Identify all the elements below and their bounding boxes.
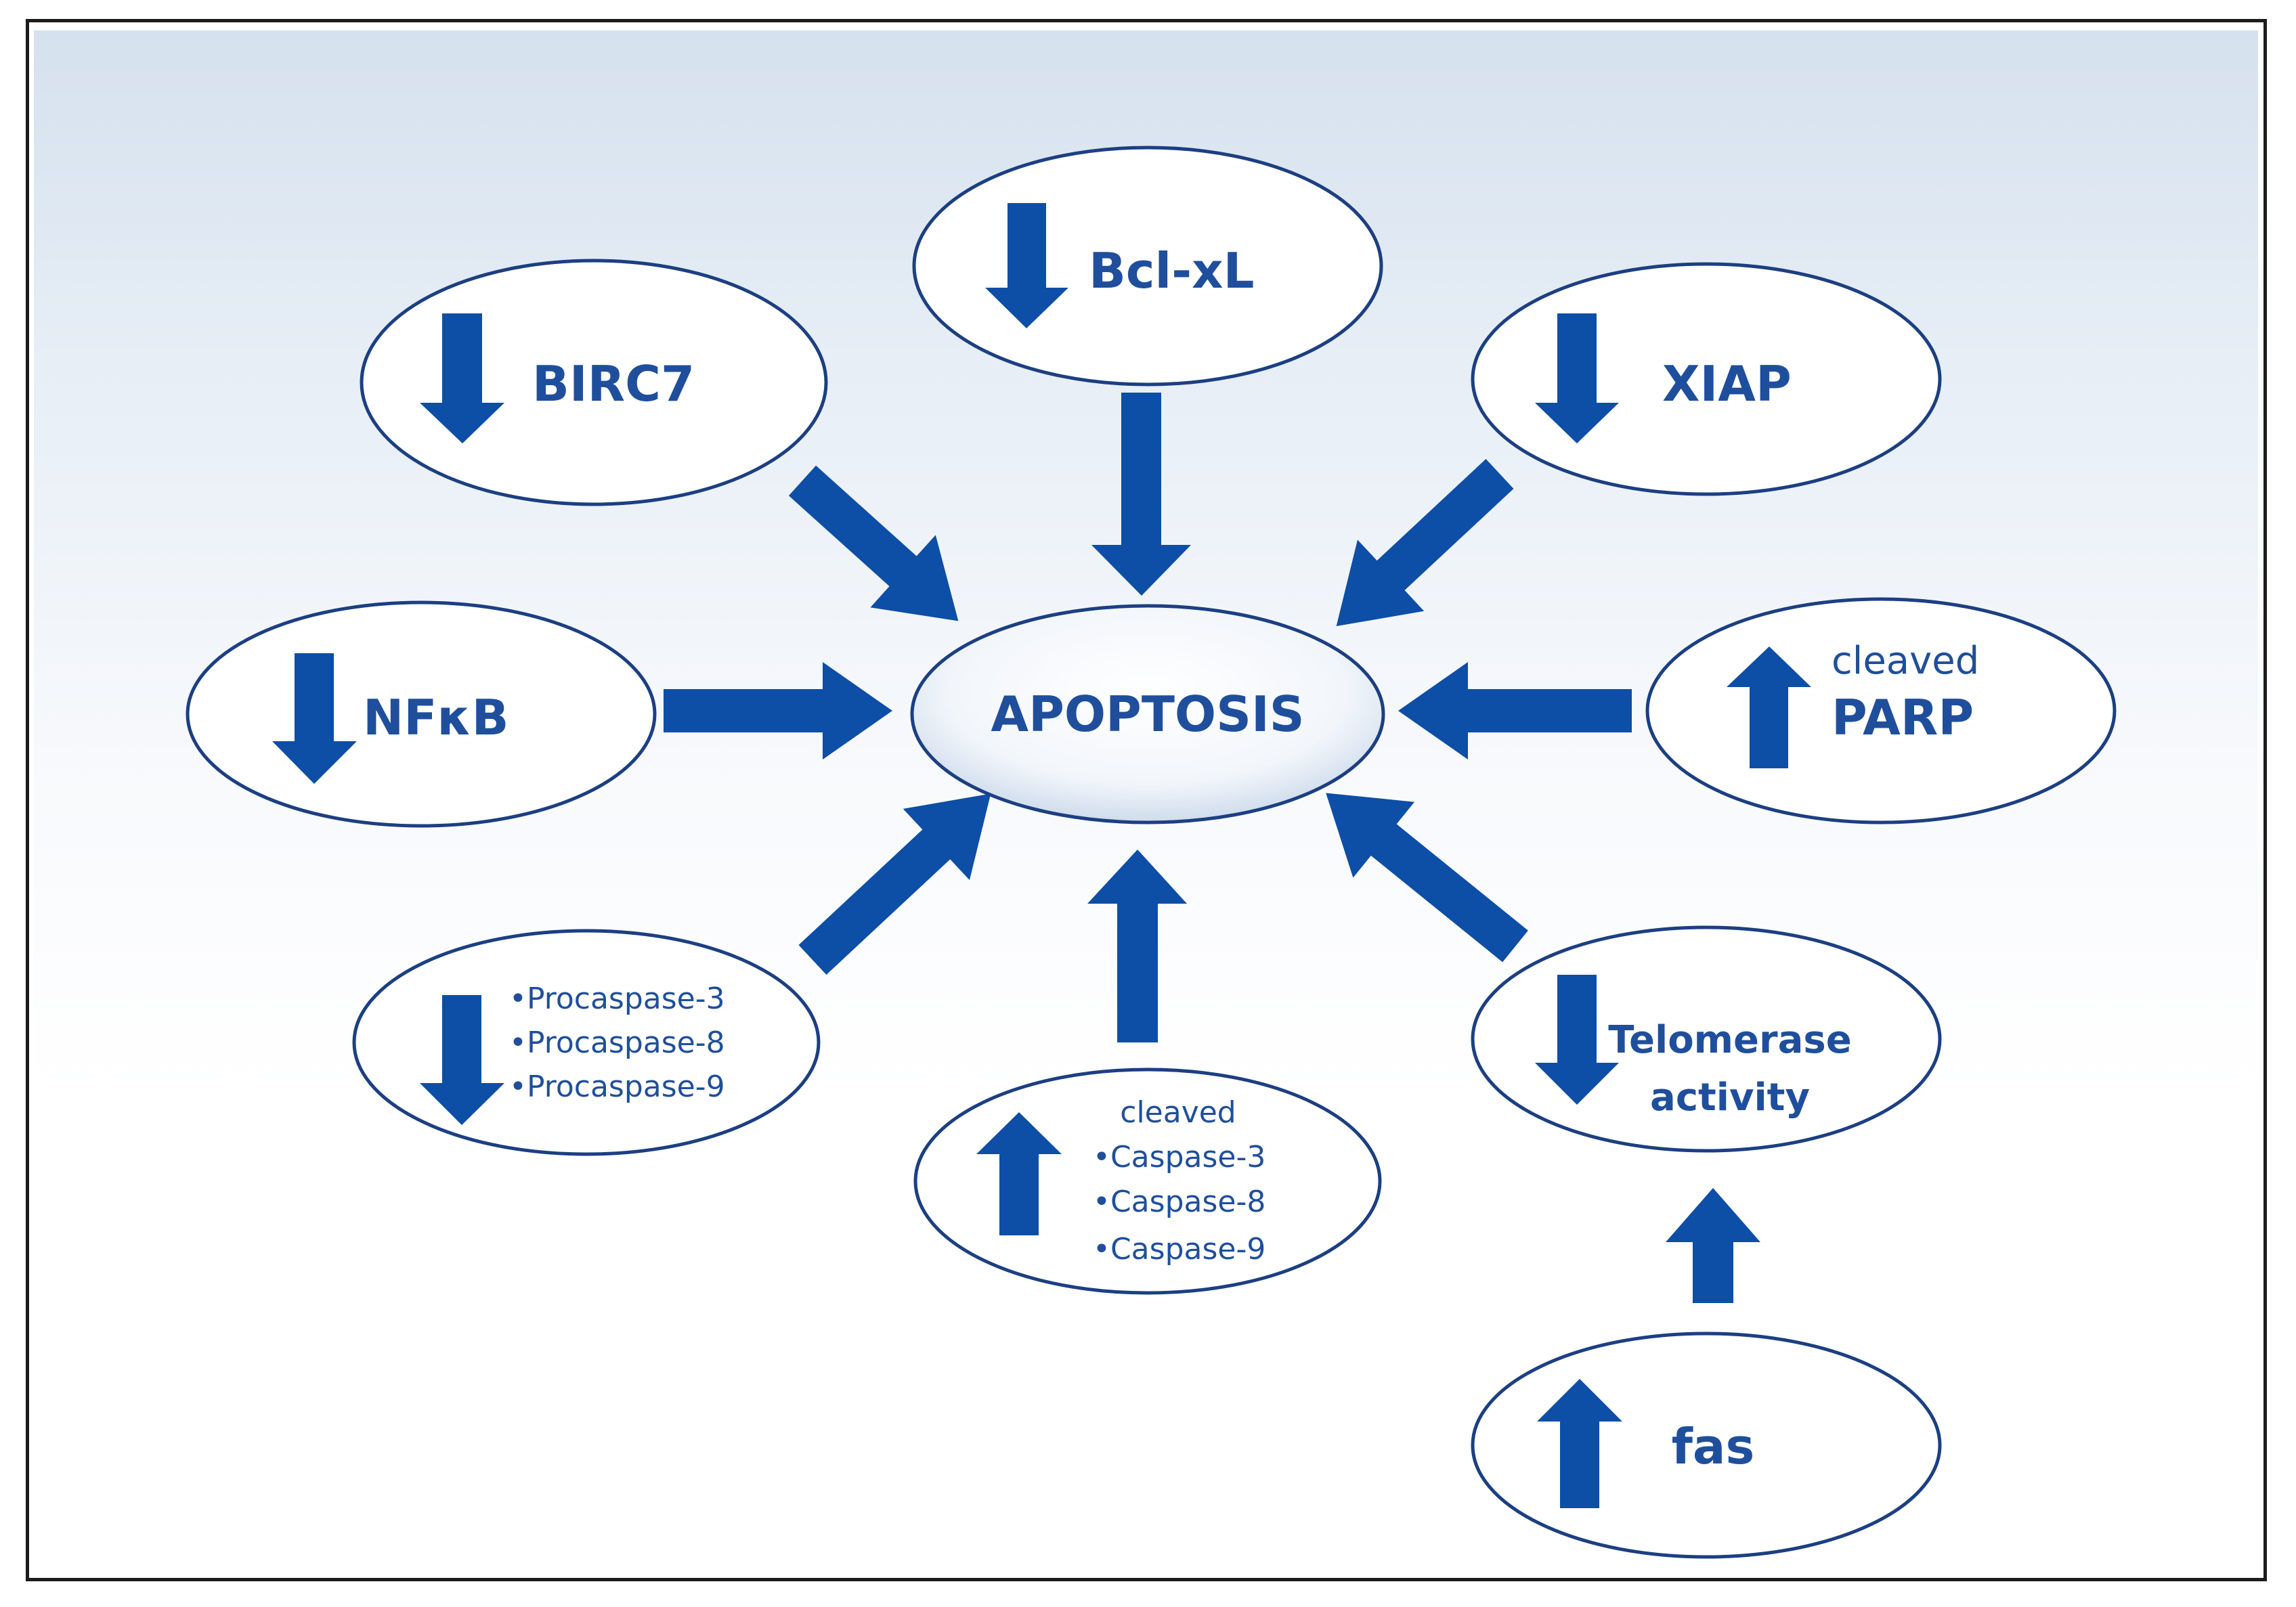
telomerase-line2: activity: [1650, 1076, 1810, 1120]
procaspase-item-2: •Procaspase-8: [509, 1026, 725, 1060]
connector-caspase-arrow: [1087, 850, 1187, 1042]
apoptosis-label: APOPTOSIS: [991, 686, 1304, 743]
down-arrow-icon: [272, 653, 357, 784]
parp-node: cleaved PARP: [1645, 597, 2117, 824]
fas-label: fas: [1672, 1418, 1755, 1475]
connector-nfkb-arrow: [664, 662, 892, 760]
caspase-heading: cleaved: [1120, 1095, 1236, 1130]
connector-bclxl-arrow: [1091, 393, 1191, 596]
connector-procaspase-arrow: [798, 793, 991, 975]
birc7-label: BIRC7: [532, 355, 695, 412]
caspase-item-3: •Caspase-9: [1093, 1232, 1265, 1267]
telomerase-line1: Telomerase: [1608, 1018, 1851, 1062]
down-arrow-icon: [1535, 975, 1619, 1105]
down-arrow-icon: [1535, 313, 1619, 443]
down-arrow-icon: [985, 203, 1068, 328]
procaspase-node: •Procaspase-3 •Procaspase-8 •Procaspase-…: [352, 929, 821, 1156]
connector-birc7-arrow: [788, 465, 959, 621]
up-arrow-icon: [976, 1112, 1062, 1235]
fas-node: fas: [1471, 1331, 1942, 1559]
parp-line2: PARP: [1832, 689, 1974, 746]
caspase-node: cleaved •Caspase-3 •Caspase-8 •Caspase-9: [913, 1067, 1382, 1295]
connector-telomerase-arrow: [1326, 793, 1528, 963]
caspase-item-2: •Caspase-8: [1093, 1185, 1265, 1219]
telomerase-node: Telomerase activity: [1471, 925, 1942, 1153]
procaspase-item-1: •Procaspase-3: [509, 982, 725, 1016]
connector-parp-arrow: [1398, 662, 1632, 760]
xiap-label: XIAP: [1662, 355, 1792, 412]
bclxl-label: Bcl-xL: [1089, 242, 1254, 299]
down-arrow-icon: [420, 995, 504, 1125]
up-arrow-icon: [1537, 1379, 1622, 1508]
nfkb-label: NFκB: [363, 689, 508, 746]
connectors: [664, 393, 1760, 1303]
connector-xiap-arrow: [1336, 459, 1514, 627]
down-arrow-icon: [420, 313, 504, 443]
bclxl-node: Bcl-xL: [912, 146, 1383, 387]
procaspase-item-3: •Procaspase-9: [509, 1070, 725, 1104]
parp-line1: cleaved: [1832, 639, 1979, 683]
connector-fas-telomerase-arrow: [1666, 1188, 1760, 1303]
xiap-node: XIAP: [1471, 262, 1942, 496]
caspase-item-1: •Caspase-3: [1093, 1140, 1265, 1174]
up-arrow-icon: [1727, 646, 1811, 768]
apoptosis-ellipse: [910, 604, 1385, 824]
apoptosis-node: APOPTOSIS: [910, 604, 1385, 824]
nfkb-node: NFκB: [186, 600, 657, 828]
birc7-node: BIRC7: [360, 259, 828, 506]
